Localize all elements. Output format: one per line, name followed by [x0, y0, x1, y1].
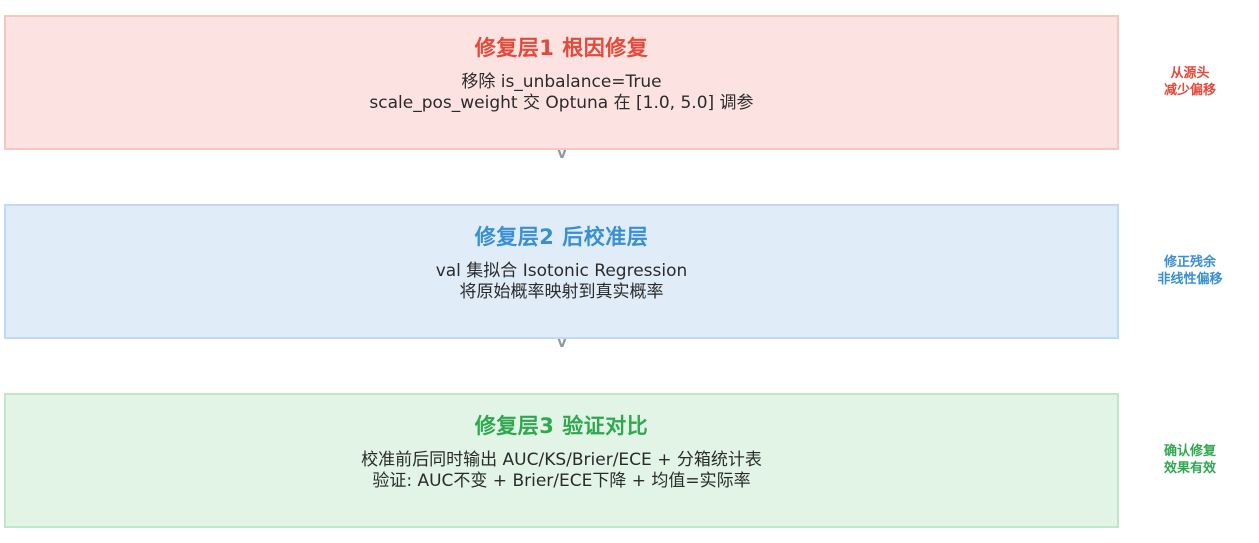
layer-2-description: val 集拟合 Isotonic Regression 将原始概率映射到真实概率 [6, 261, 1117, 303]
chevron-down-icon: v [557, 335, 567, 351]
layer-3-line-2: 验证: AUC不变 + Brier/ECE下降 + 均值=实际率 [372, 471, 751, 491]
layer-2-side-note: 修正残余 非线性偏移 [1135, 254, 1245, 288]
side-note-line: 减少偏移 [1163, 83, 1216, 98]
layer-3-side-note: 确认修复 效果有效 [1135, 443, 1245, 477]
side-note-line: 修正残余 [1163, 255, 1216, 270]
layer-1-line-2: scale_pos_weight 交 Optuna 在 [1.0, 5.0] 调… [369, 93, 754, 113]
layer-1-side-note: 从源头 减少偏移 [1135, 65, 1245, 99]
repair-layer-1-box: 修复层1 根因修复 移除 is_unbalance=True scale_pos… [4, 15, 1119, 150]
side-note-line: 从源头 [1170, 66, 1210, 81]
side-note-line: 效果有效 [1163, 461, 1216, 476]
layer-1-description: 移除 is_unbalance=True scale_pos_weight 交 … [6, 72, 1117, 114]
side-note-line: 确认修复 [1163, 444, 1216, 459]
layer-3-line-1: 校准前后同时输出 AUC/KS/Brier/ECE + 分箱统计表 [361, 450, 762, 470]
layer-1-line-1: 移除 is_unbalance=True [461, 72, 662, 92]
layer-3-description: 校准前后同时输出 AUC/KS/Brier/ECE + 分箱统计表 验证: AU… [6, 450, 1117, 492]
layer-3-title: 修复层3 验证对比 [474, 414, 649, 438]
chevron-down-icon: v [557, 146, 567, 162]
layer-2-title: 修复层2 后校准层 [474, 225, 649, 249]
side-note-line: 非线性偏移 [1157, 272, 1223, 287]
repair-layer-3-box: 修复层3 验证对比 校准前后同时输出 AUC/KS/Brier/ECE + 分箱… [4, 393, 1119, 528]
layer-1-title: 修复层1 根因修复 [474, 36, 649, 60]
layer-2-line-2: 将原始概率映射到真实概率 [459, 282, 664, 302]
repair-layer-2-box: 修复层2 后校准层 val 集拟合 Isotonic Regression 将原… [4, 204, 1119, 339]
layer-2-line-1: val 集拟合 Isotonic Regression [435, 261, 688, 281]
